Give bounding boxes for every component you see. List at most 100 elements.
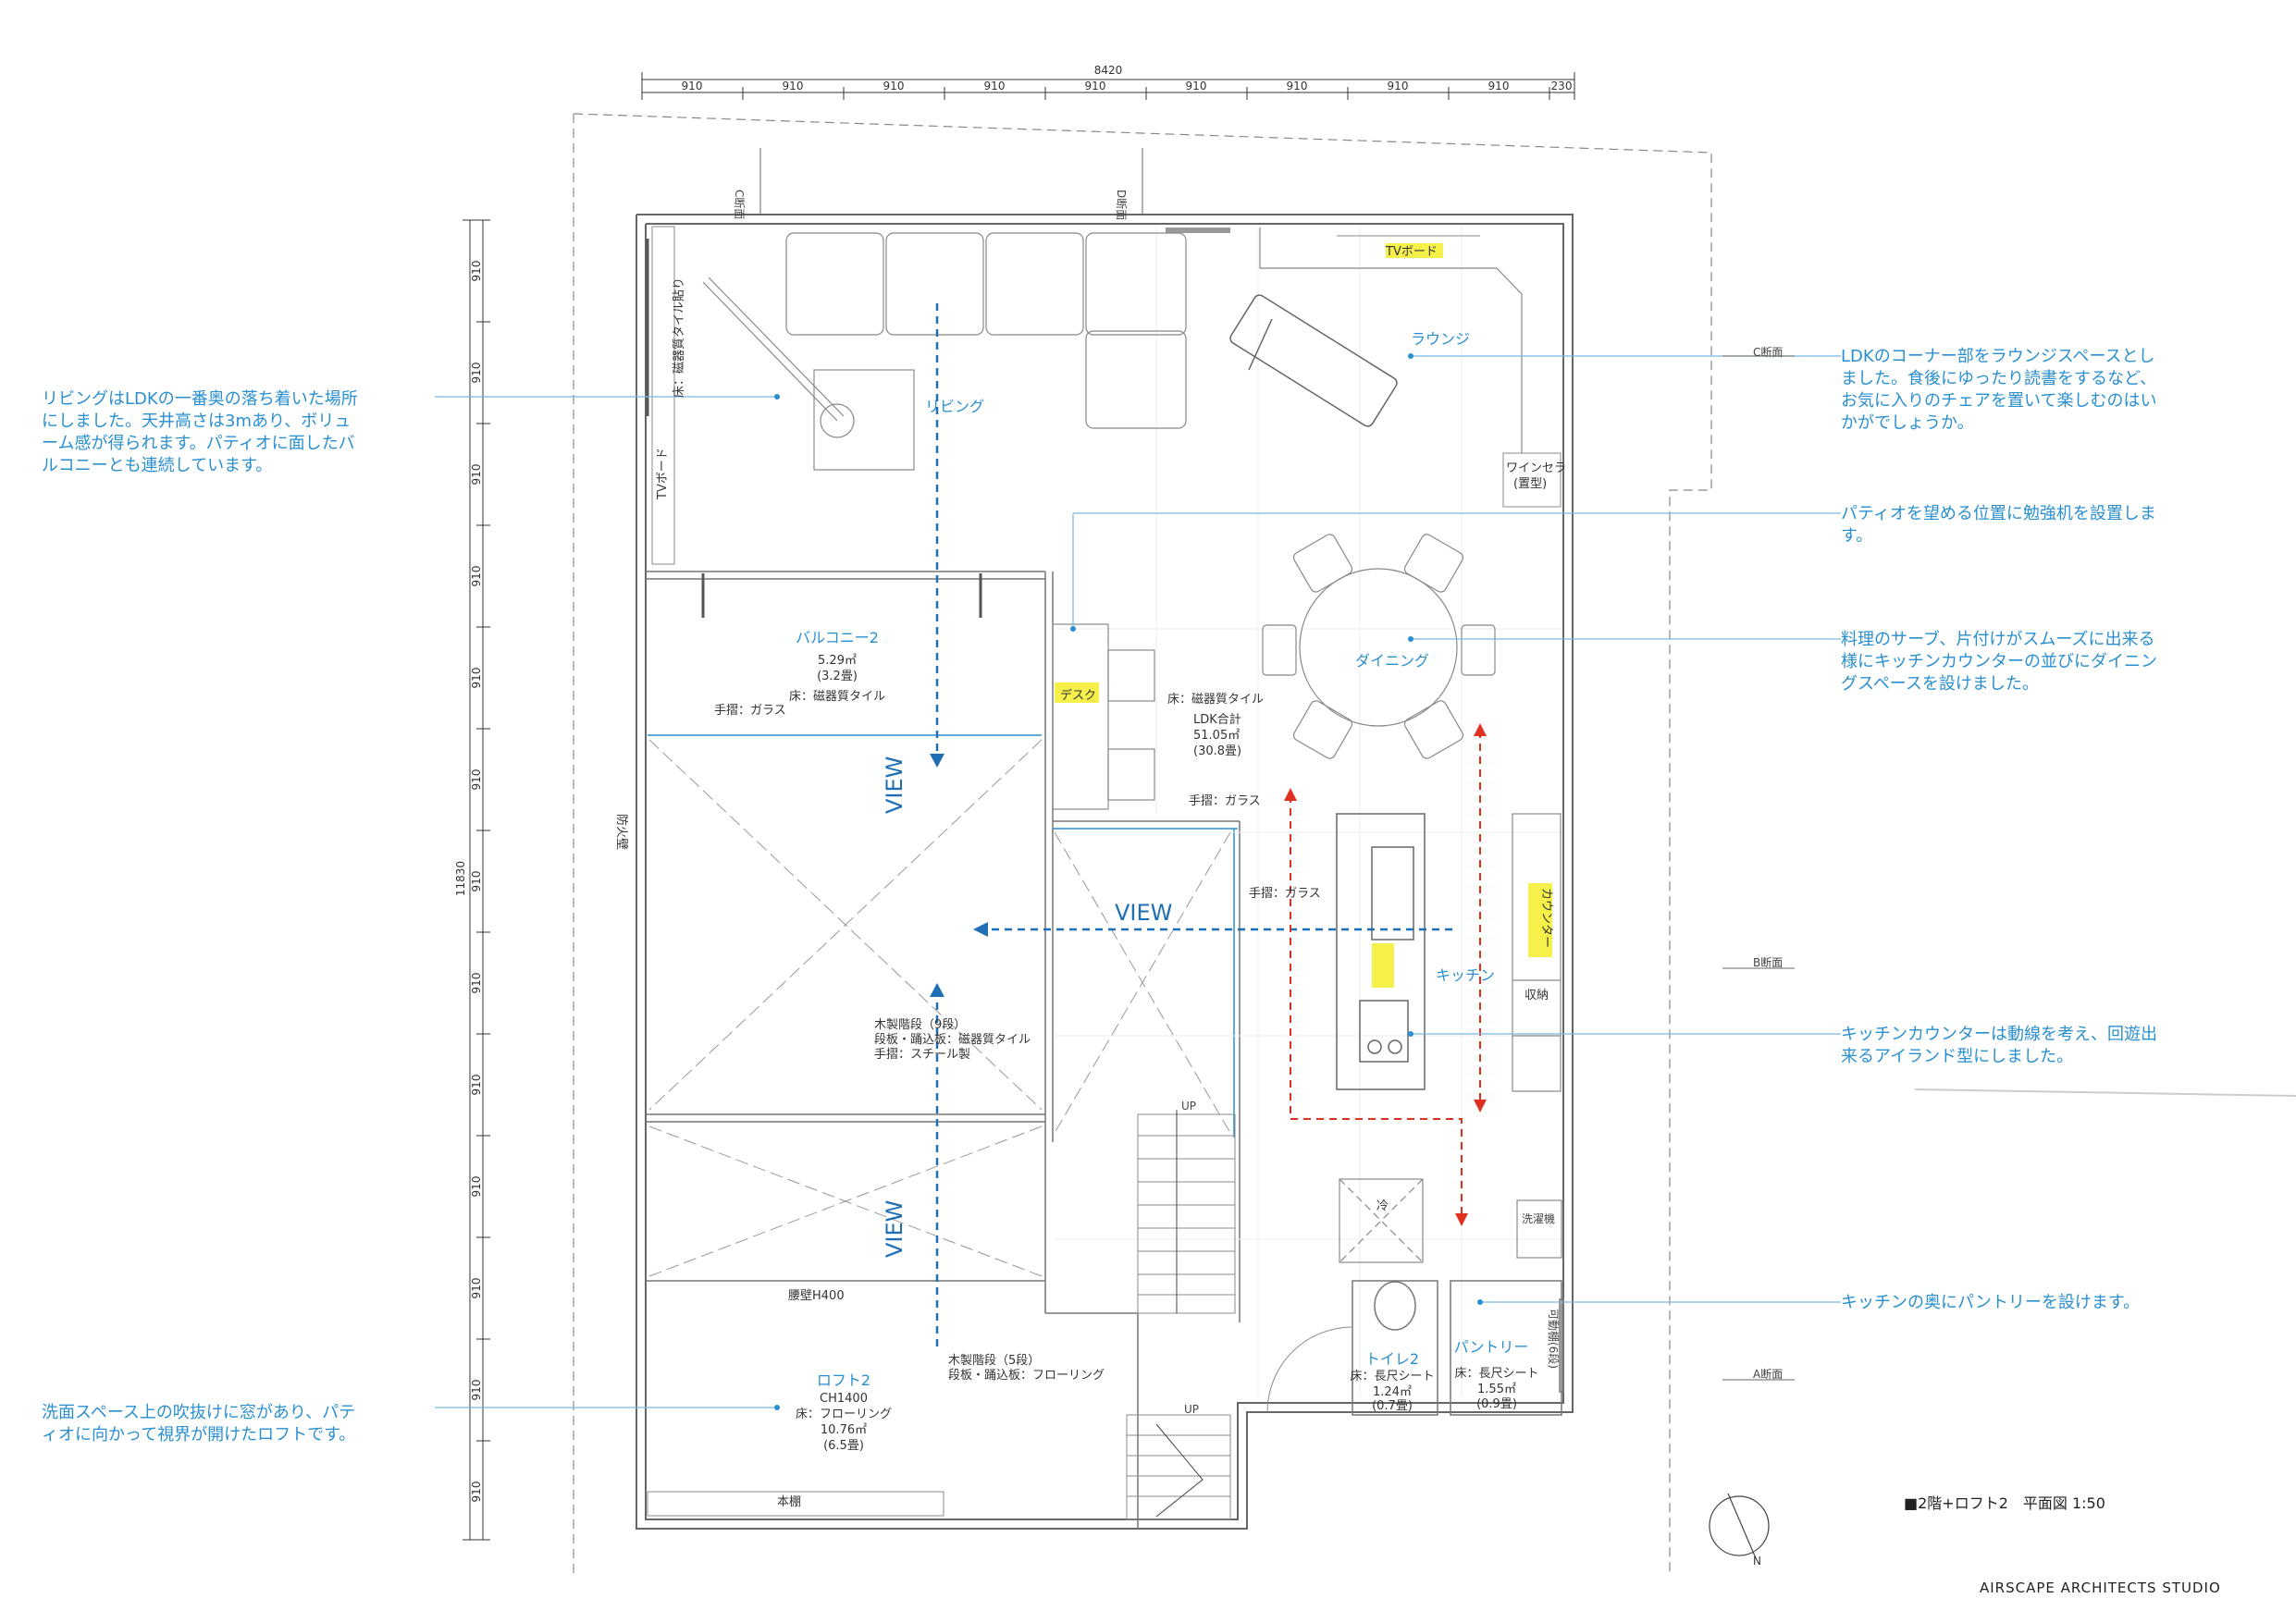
side-dim-11: 910: [470, 1380, 483, 1401]
label-wine-cellar-1: ワインセラ: [1506, 461, 1566, 475]
note-loft: 洗面スペース上の吹抜けに窓があり、パテ ィオに向かって視界が開けたロフトです。: [42, 1403, 356, 1445]
label-parapet: 腰壁H400: [788, 1289, 845, 1303]
back-counter: [1512, 813, 1562, 1092]
top-dim-5: 910: [1085, 80, 1106, 92]
circulation-path: [1290, 731, 1481, 1216]
tv-board-side: [651, 226, 675, 565]
label-stair1-3: 手摺：スチール製: [874, 1048, 970, 1062]
bookshelf: [647, 1491, 944, 1517]
toilet-floor: 床：長尺シート: [1350, 1370, 1434, 1383]
pantry-tatami: (0.9畳): [1476, 1397, 1517, 1411]
glass-handrails: [648, 734, 1238, 1137]
top-dimension-line: [641, 72, 1575, 100]
label-fridge: 冷: [1376, 1199, 1389, 1213]
ldk-total: LDK合計: [1193, 712, 1241, 727]
balcony-tatami: (3.2畳): [817, 670, 858, 683]
fridge-and-washer: [1339, 1178, 1562, 1263]
drawing-title: ■2階+ロフト2 平面図 1:50: [1904, 1494, 2105, 1512]
side-dim-13: 910: [470, 871, 483, 892]
section-c-top: C断面: [733, 190, 747, 219]
leader-dots: [774, 353, 1483, 1410]
toilet-pantry-rooms: [1352, 1280, 1564, 1416]
section-d-top: D断面: [1115, 190, 1129, 220]
tv-board-top: [1259, 227, 1523, 453]
dining-set: [1262, 534, 1496, 759]
note-living: リビングはLDKの一番奥の落ち着いた場所 にしました。天井高さは3mあり、ボリュ…: [42, 389, 358, 475]
site-edge-lines: [1914, 1088, 2296, 1097]
note-kitchen: キッチンカウンターは動線を考え、回遊出 来るアイランド型にしました。: [1841, 1025, 2157, 1066]
balcony-area: 5.29㎡: [818, 654, 857, 668]
kitchen-highlight: [1372, 943, 1394, 988]
view-label-3: VIEW: [882, 1200, 907, 1258]
toilet-tatami: (0.7畳): [1372, 1399, 1413, 1413]
label-stair2-2: 段板・踊込板：フローリング: [948, 1369, 1105, 1383]
ldk-tatami: (30.8畳): [1193, 744, 1241, 758]
lounge-chair: [1229, 294, 1398, 427]
kitchen-island: [1336, 813, 1426, 1090]
label-counter: カウンター: [1539, 888, 1553, 948]
top-dim-4: 910: [984, 80, 1006, 92]
note-lounge: LDKのコーナー部をラウンジスペースとし ました。食後にゆったり読書をするなど、…: [1841, 347, 2157, 433]
side-dim-1: 910: [470, 261, 483, 282]
label-up-2: UP: [1184, 1403, 1199, 1416]
label-floor-tile-side: 床：磁器質タイル貼り: [673, 277, 686, 398]
void-crosses: [648, 739, 1231, 1277]
label-storage: 収納: [1524, 989, 1549, 1002]
room-living: リビング: [925, 398, 984, 415]
side-dim-4: 910: [470, 566, 483, 587]
view-arrow-heads: [930, 754, 988, 997]
label-handrail-glass-1: 手摺：ガラス: [714, 704, 786, 718]
top-dim-2: 910: [783, 80, 804, 92]
view-label-2: VIEW: [1115, 900, 1172, 926]
wine-cellar: [1502, 452, 1562, 508]
loft-floor: 床：フローリング: [796, 1408, 892, 1421]
desk: [1052, 623, 1155, 810]
room-lounge: ラウンジ: [1411, 330, 1470, 348]
label-up-1: UP: [1181, 1100, 1196, 1113]
loft-ch: CH1400: [820, 1392, 868, 1406]
side-dimension-labels: 910 910 910 910 910 910 910 910 910 910 …: [470, 261, 483, 1503]
view-arrows: [935, 303, 1452, 1350]
note-pantry: キッチンの奥にパントリーを設けます。: [1841, 1293, 2141, 1312]
ldk-floor: 床：磁器質タイル: [1167, 693, 1264, 707]
section-a-right: A断面: [1753, 1367, 1783, 1381]
side-dim-5: 910: [470, 668, 483, 689]
top-dim-6: 910: [1186, 80, 1207, 92]
living-sofa: [785, 232, 1187, 429]
overall-depth-dim: 11830: [454, 861, 467, 896]
room-loft: ロフト2: [817, 1371, 870, 1389]
top-dim-9: 910: [1488, 80, 1510, 92]
side-dim-3: 910: [470, 464, 483, 486]
toilet-area: 1.24㎡: [1373, 1385, 1412, 1399]
label-washer: 洗濯機: [1522, 1211, 1555, 1225]
top-dim-10: 230: [1551, 80, 1573, 92]
pantry-area: 1.55㎡: [1477, 1383, 1516, 1396]
top-dim-8: 910: [1388, 80, 1409, 92]
side-dim-9: 910: [470, 1176, 483, 1198]
site-boundary: [573, 113, 1712, 1577]
door-frame-top: [1166, 227, 1230, 233]
side-dimension-line: [463, 219, 490, 1541]
ldk-area: 51.05㎡: [1193, 729, 1240, 743]
top-dim-3: 910: [883, 80, 905, 92]
door-swing: [1266, 1326, 1353, 1413]
label-stair1-2: 段板・踊込板：磁器質タイル: [874, 1033, 1031, 1047]
label-shelf-6: 可動棚(6段): [1547, 1309, 1561, 1369]
counter-highlight: [1528, 883, 1552, 957]
note-dining: 料理のサーブ、片付けがスムーズに出来る 様にキッチンカウンターの並びにダイニン …: [1841, 630, 2157, 694]
label-desk: デスク: [1060, 688, 1096, 703]
circulation-arrow-heads: [1284, 723, 1487, 1226]
studio-name: AIRSCAPE ARCHITECTS STUDIO: [1980, 1580, 2221, 1596]
label-bookshelf: 本棚: [777, 1495, 801, 1509]
loft-tatami: (6.5畳): [823, 1439, 864, 1453]
pantry-floor: 床：長尺シート: [1454, 1367, 1538, 1381]
top-dimension-labels: 910 910 910 910 910 910 910 910 910 230: [682, 80, 1573, 92]
floor-lamp: [702, 277, 915, 471]
stair-upper: [1137, 1110, 1236, 1314]
tv-board-highlight: [1386, 243, 1443, 258]
stair-lower: [1126, 1414, 1231, 1520]
top-dim-7: 910: [1287, 80, 1308, 92]
leader-lines: [435, 355, 1841, 1408]
room-balcony: バルコニー2: [796, 629, 879, 646]
